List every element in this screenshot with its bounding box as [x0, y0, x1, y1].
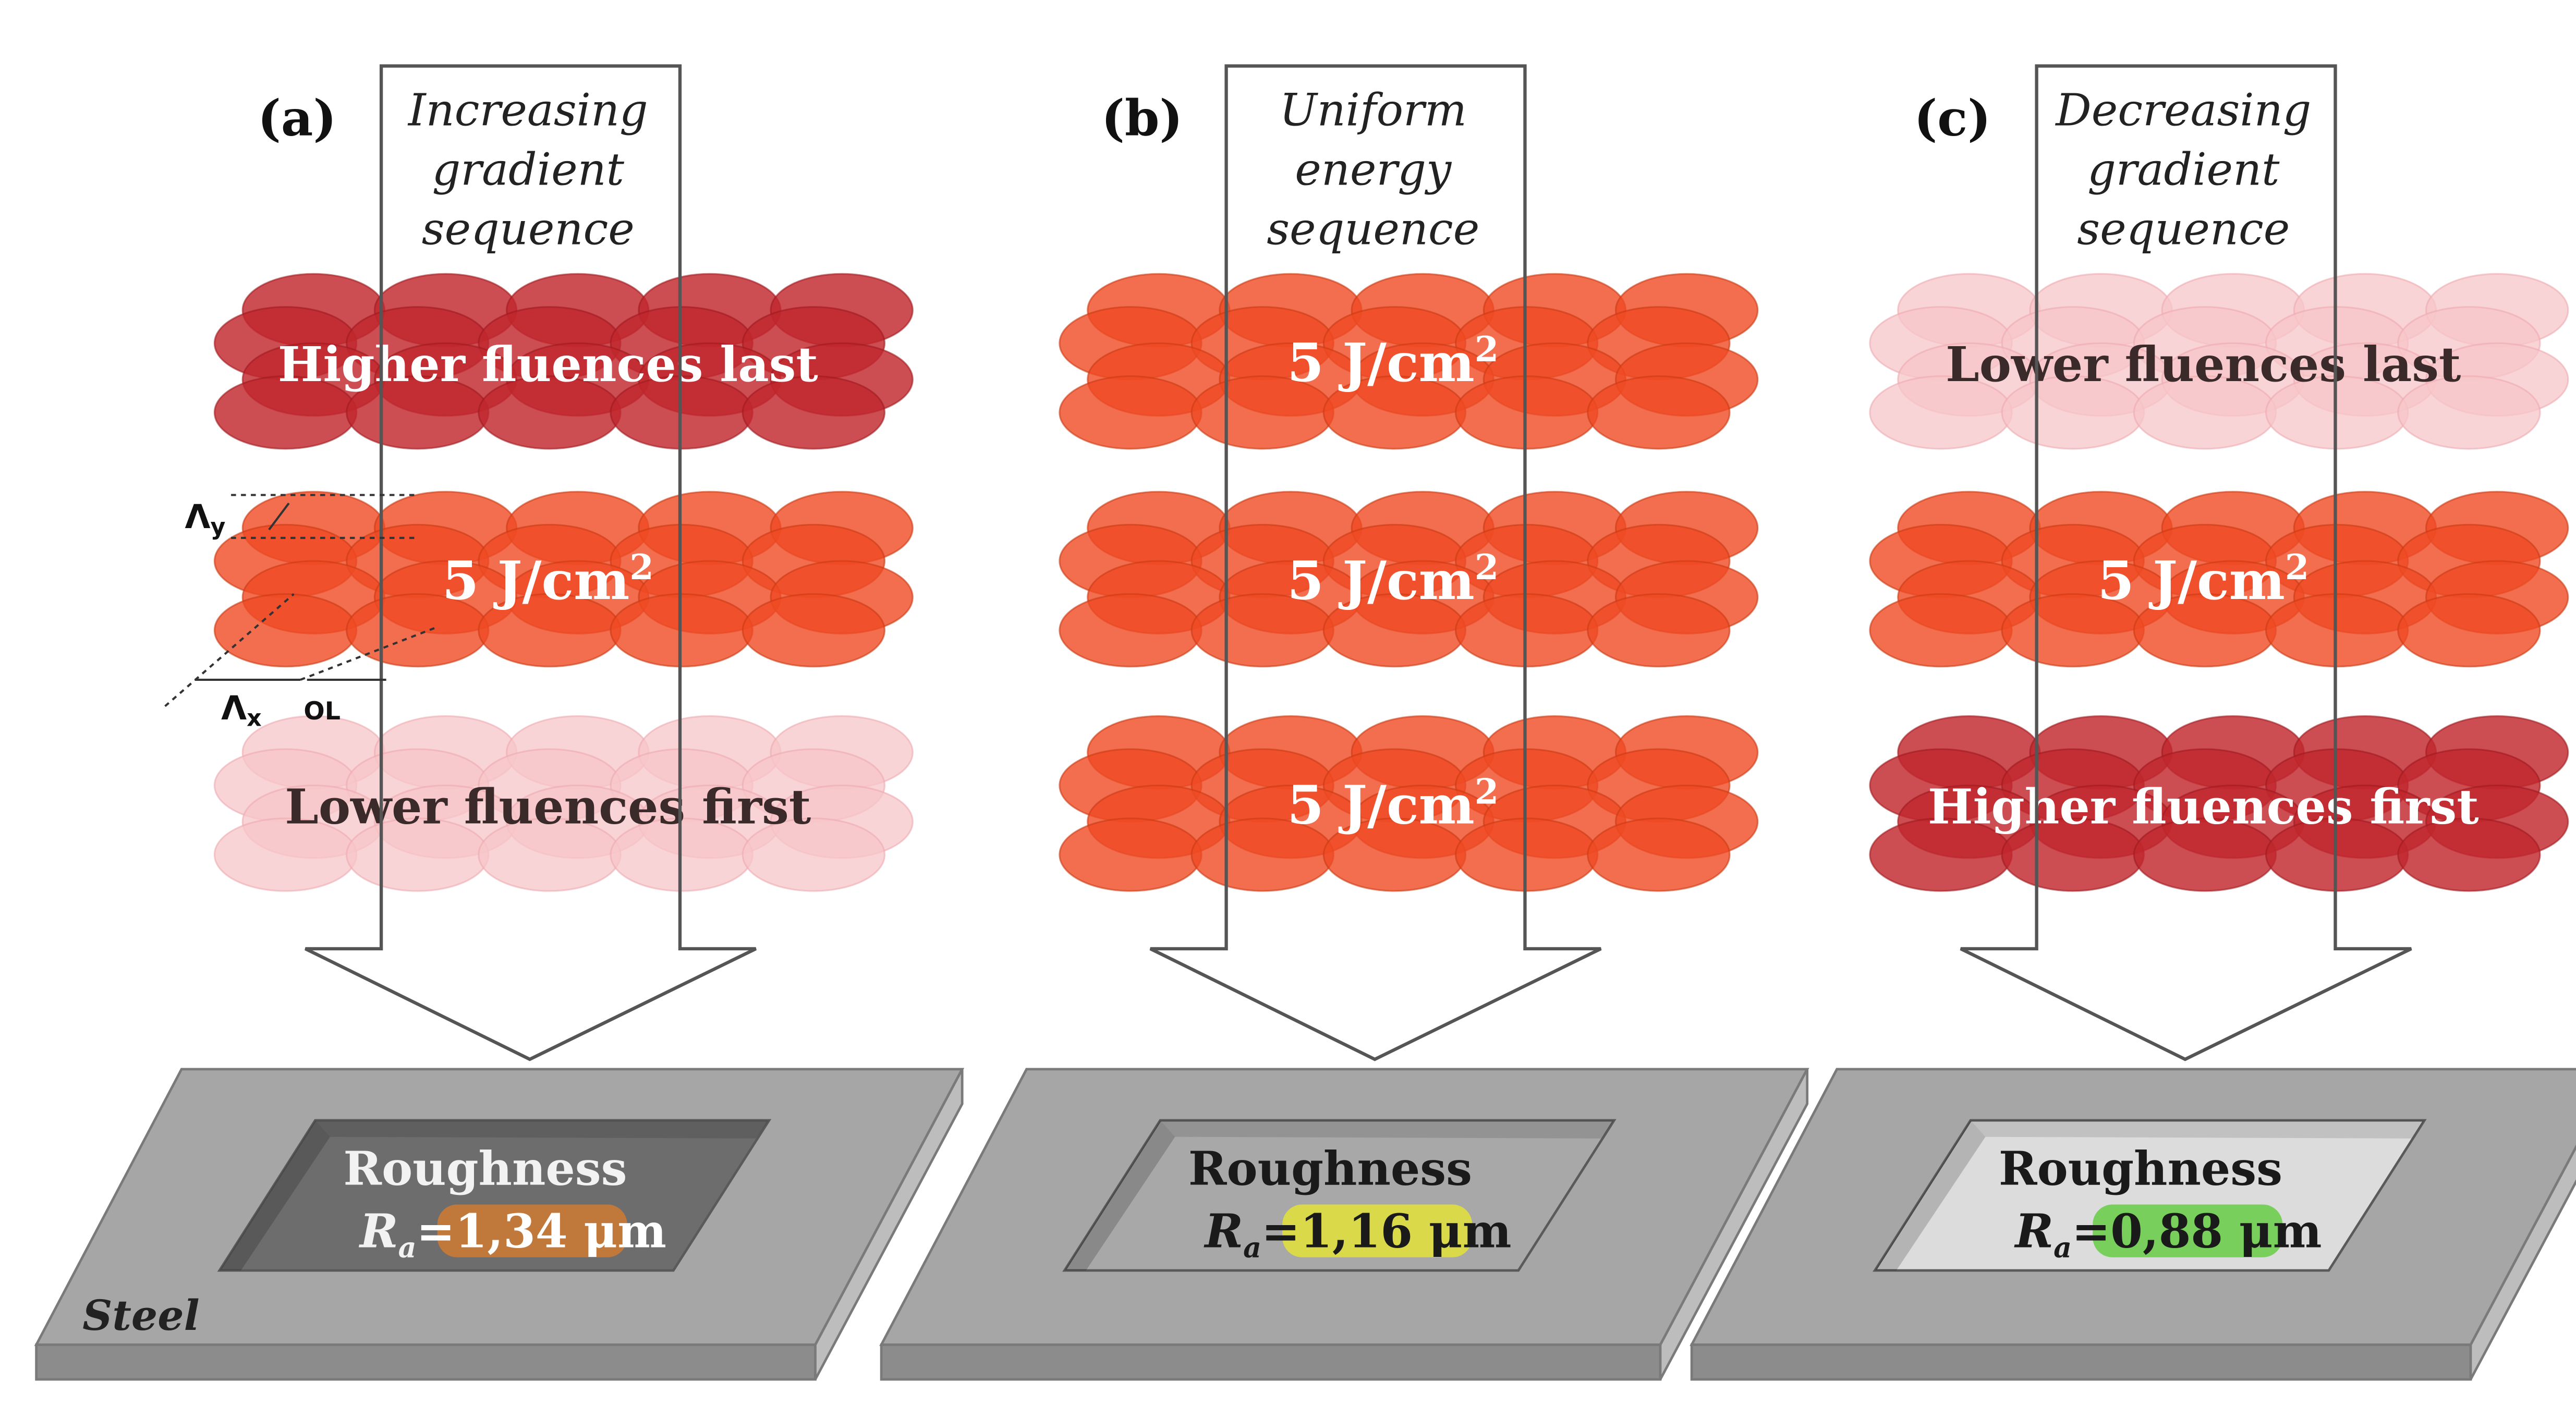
spot-layer: Higher fluences last	[213, 273, 914, 450]
laser-spot	[1869, 593, 2013, 668]
roughness-label: Roughness	[343, 1141, 627, 1195]
panel-b: 5 J/cm2 5 J/cm2 5 J/cm2 (b) Uniform energy seq…	[879, 64, 1809, 1381]
processed-area	[217, 1119, 772, 1272]
laser-spot	[213, 593, 358, 668]
laser-spot	[1059, 375, 1202, 450]
laser-spot	[2397, 817, 2541, 892]
spot-layer: Higher fluences first	[1869, 715, 2569, 892]
laser-spot	[2397, 593, 2541, 668]
laser-spot	[2397, 375, 2541, 450]
dimension-line	[164, 593, 295, 707]
sequence-title-line: sequence	[1267, 203, 1479, 255]
laser-spot	[742, 375, 886, 450]
dimension-line	[300, 626, 438, 681]
lambda-x-label: Λx	[221, 689, 262, 732]
laser-spot	[1587, 817, 1731, 892]
laser-spot	[1059, 817, 1202, 892]
spot-layer: Lower fluences last	[1869, 273, 2569, 450]
process-arrow	[1149, 64, 1602, 1061]
fluence-label: Lower fluences last	[1946, 336, 2461, 393]
ra-value-highlight	[437, 1204, 627, 1257]
fluence-label: 5 J/cm2	[442, 547, 654, 612]
fluence-label: 5 J/cm2	[1287, 329, 1499, 394]
fluence-label: Lower fluences first	[285, 778, 811, 835]
laser-spot	[1587, 375, 1731, 450]
ra-value: Ra=1,16 μm	[1203, 1204, 1511, 1264]
spot-layer: 5 J/cm2	[1059, 715, 1759, 892]
fluence-label: 5 J/cm2	[1287, 547, 1499, 612]
laser-spot	[742, 817, 886, 892]
sequence-title-line: sequence	[2077, 203, 2290, 255]
substrate-label: Steel	[82, 1291, 199, 1340]
panel-label: (c)	[1914, 90, 1991, 148]
overlap-label: OL	[303, 697, 341, 726]
spot-layer: 5 J/cm2	[1869, 491, 2569, 668]
panel-label: (b)	[1101, 90, 1183, 148]
ra-value: Ra=1,34 μm	[358, 1204, 666, 1264]
spot-layer: 5 J/cm2	[1059, 273, 1759, 450]
process-arrow	[1960, 64, 2412, 1061]
ra-value-highlight	[1282, 1204, 1473, 1257]
spot-layer: Lower fluences first	[213, 715, 914, 892]
sequence-title-line: energy	[1295, 144, 1452, 195]
fluence-label: Higher fluences first	[1928, 778, 2479, 835]
laser-spot	[742, 593, 886, 668]
processed-area	[1873, 1119, 2427, 1272]
sequence-title-line: sequence	[422, 203, 635, 255]
fluence-label: Higher fluences last	[278, 336, 818, 393]
ra-value-highlight	[2093, 1204, 2283, 1257]
sequence-title-line: Increasing	[407, 85, 648, 137]
laser-spot	[1059, 593, 1202, 668]
processed-area	[1062, 1119, 1617, 1272]
process-arrow	[305, 64, 757, 1061]
panel-label: (a)	[258, 90, 336, 148]
fluence-label: 5 J/cm2	[2097, 547, 2309, 612]
sequence-title-line: gradient	[432, 144, 625, 195]
laser-spot	[1587, 593, 1731, 668]
ra-value: Ra=0,88 μm	[2013, 1204, 2322, 1264]
sequence-title-line: Decreasing	[2055, 85, 2311, 137]
spot-layer: 5 J/cm2	[1059, 491, 1759, 668]
sequence-title-line: Uniform	[1280, 85, 1467, 137]
fluence-label: 5 J/cm2	[1287, 771, 1499, 836]
spot-layer: 5 J/cm2	[213, 491, 914, 668]
roughness-label: Roughness	[1999, 1141, 2282, 1195]
lambda-y-label: Λy	[185, 497, 225, 541]
sequence-title-line: gradient	[2087, 144, 2280, 195]
dimension-line	[268, 503, 290, 531]
roughness-label: Roughness	[1188, 1141, 1472, 1195]
